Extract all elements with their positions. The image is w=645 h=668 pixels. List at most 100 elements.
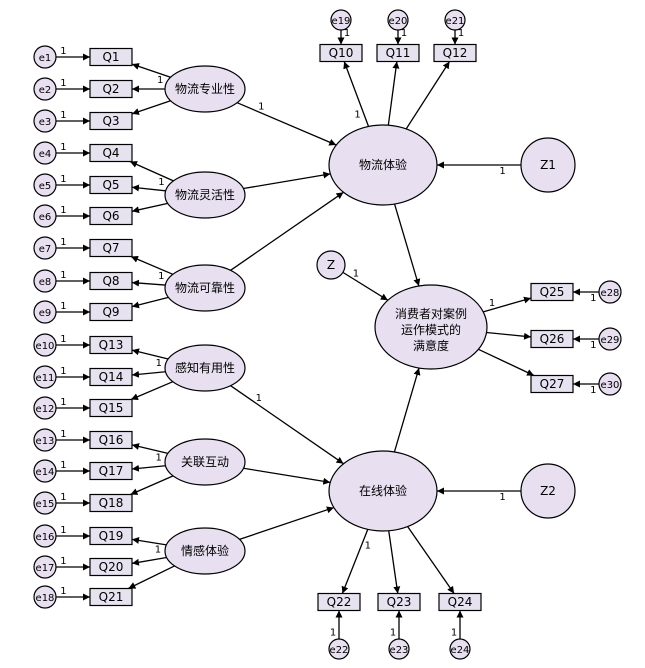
edge-weight-label: 1 <box>354 109 360 120</box>
node-observed-q5: Q5 <box>89 175 133 195</box>
edge-l1-q3 <box>131 100 171 115</box>
node-observed-q4: Q4 <box>89 143 133 163</box>
node-error-e19: e19 <box>330 9 352 31</box>
error-shape <box>328 638 350 660</box>
node-observed-q2: Q2 <box>89 79 133 99</box>
edge-weight-label: 1 <box>330 628 336 639</box>
observed-shape <box>433 43 477 63</box>
node-label: e14 <box>36 467 55 478</box>
node-disturbance-z: Z <box>316 250 346 280</box>
node-label: Q7 <box>102 241 119 255</box>
edge-weight-label: 1 <box>344 28 350 39</box>
node-label: e24 <box>451 645 470 656</box>
observed-shape <box>530 329 574 349</box>
node-label: e10 <box>36 341 55 352</box>
node-label: Q16 <box>99 433 124 447</box>
edge-l2-le <box>243 171 331 190</box>
node-observed-q14: Q14 <box>89 367 133 387</box>
node-error-e3: e3 <box>33 109 57 133</box>
node-label: Q8 <box>102 274 119 288</box>
node-error-e17: e17 <box>33 555 57 579</box>
node-observed-q23: Q23 <box>377 592 421 612</box>
edge-l2-q5 <box>131 184 166 192</box>
node-disturbance-z1: Z1 <box>520 137 576 193</box>
node-label: e5 <box>39 181 52 192</box>
edge-sat-q25 <box>483 296 532 313</box>
latent-shape <box>328 124 438 206</box>
node-label: Q20 <box>99 560 124 574</box>
node-label: Q11 <box>386 46 411 60</box>
observed-shape <box>89 47 133 67</box>
error-shape <box>33 109 57 133</box>
node-observed-q19: Q19 <box>89 526 133 546</box>
node-label: Q23 <box>387 595 412 609</box>
node-error-e30: e30 <box>598 372 622 396</box>
edge-l1-q1 <box>131 63 171 78</box>
error-shape <box>598 327 622 351</box>
node-label: e23 <box>390 645 409 656</box>
node-latent-l2: 物流灵活性 <box>164 171 246 219</box>
node-label: e6 <box>39 212 52 223</box>
node-error-e29: e29 <box>598 327 622 351</box>
edge-l4-q15 <box>130 381 174 401</box>
error-shape <box>33 428 57 452</box>
observed-shape <box>89 587 133 607</box>
latent-shape <box>164 65 246 113</box>
node-latent-l3: 物流可靠性 <box>164 264 246 312</box>
observed-shape <box>89 238 133 258</box>
node-observed-q27: Q27 <box>530 374 574 394</box>
edge-weight-label: 1 <box>157 75 163 86</box>
node-latent-l6: 情感体验 <box>164 527 246 575</box>
node-error-e4: e4 <box>33 141 57 165</box>
node-label: e4 <box>39 149 52 160</box>
edge-weight-label: 1 <box>60 78 66 89</box>
error-shape <box>33 269 57 293</box>
edge-weight-label: 1 <box>60 429 66 440</box>
observed-shape <box>89 175 133 195</box>
node-label: e8 <box>39 277 52 288</box>
disturbance-shape <box>520 137 576 193</box>
node-observed-q3: Q3 <box>89 111 133 131</box>
edge-weight-label: 1 <box>60 174 66 185</box>
disturbance-shape <box>316 250 346 280</box>
error-shape <box>33 141 57 165</box>
error-shape <box>388 638 410 660</box>
node-label: Q17 <box>99 464 124 478</box>
error-shape <box>33 365 57 389</box>
edge-l2-q4 <box>129 160 174 182</box>
error-shape <box>33 300 57 324</box>
node-observed-q13: Q13 <box>89 335 133 355</box>
error-shape <box>387 9 409 31</box>
edge-weight-label: 1 <box>590 385 596 396</box>
edge-weight-label: 1 <box>590 293 596 304</box>
node-error-e10: e10 <box>33 333 57 357</box>
node-observed-q6: Q6 <box>89 206 133 226</box>
edge-weight-label: 1 <box>499 166 505 177</box>
node-observed-q15: Q15 <box>89 398 133 418</box>
node-observed-q16: Q16 <box>89 430 133 450</box>
node-label: Q5 <box>102 178 119 192</box>
edge-l6-q21 <box>128 565 175 590</box>
node-error-e20: e20 <box>387 9 409 31</box>
latent-shape <box>374 284 488 370</box>
node-label: e1 <box>39 53 52 64</box>
node-label: e17 <box>36 563 55 574</box>
error-shape <box>598 372 622 396</box>
node-label: Z1 <box>540 158 556 172</box>
observed-shape <box>530 374 574 394</box>
node-label: Q1 <box>102 50 119 64</box>
node-error-e8: e8 <box>33 269 57 293</box>
observed-shape <box>89 557 133 577</box>
edge-weight-label: 1 <box>60 556 66 567</box>
node-label: e7 <box>39 244 52 255</box>
edge-le-q11 <box>387 61 400 126</box>
node-label: Q22 <box>327 595 352 609</box>
edge-le-q12 <box>405 61 451 130</box>
node-latent-l4: 感知有用性 <box>164 344 246 392</box>
node-label: e16 <box>36 532 55 543</box>
node-label: e19 <box>332 16 351 27</box>
node-label-line: 满意度 <box>413 338 449 353</box>
observed-shape <box>89 302 133 322</box>
node-label: Z2 <box>540 484 556 498</box>
